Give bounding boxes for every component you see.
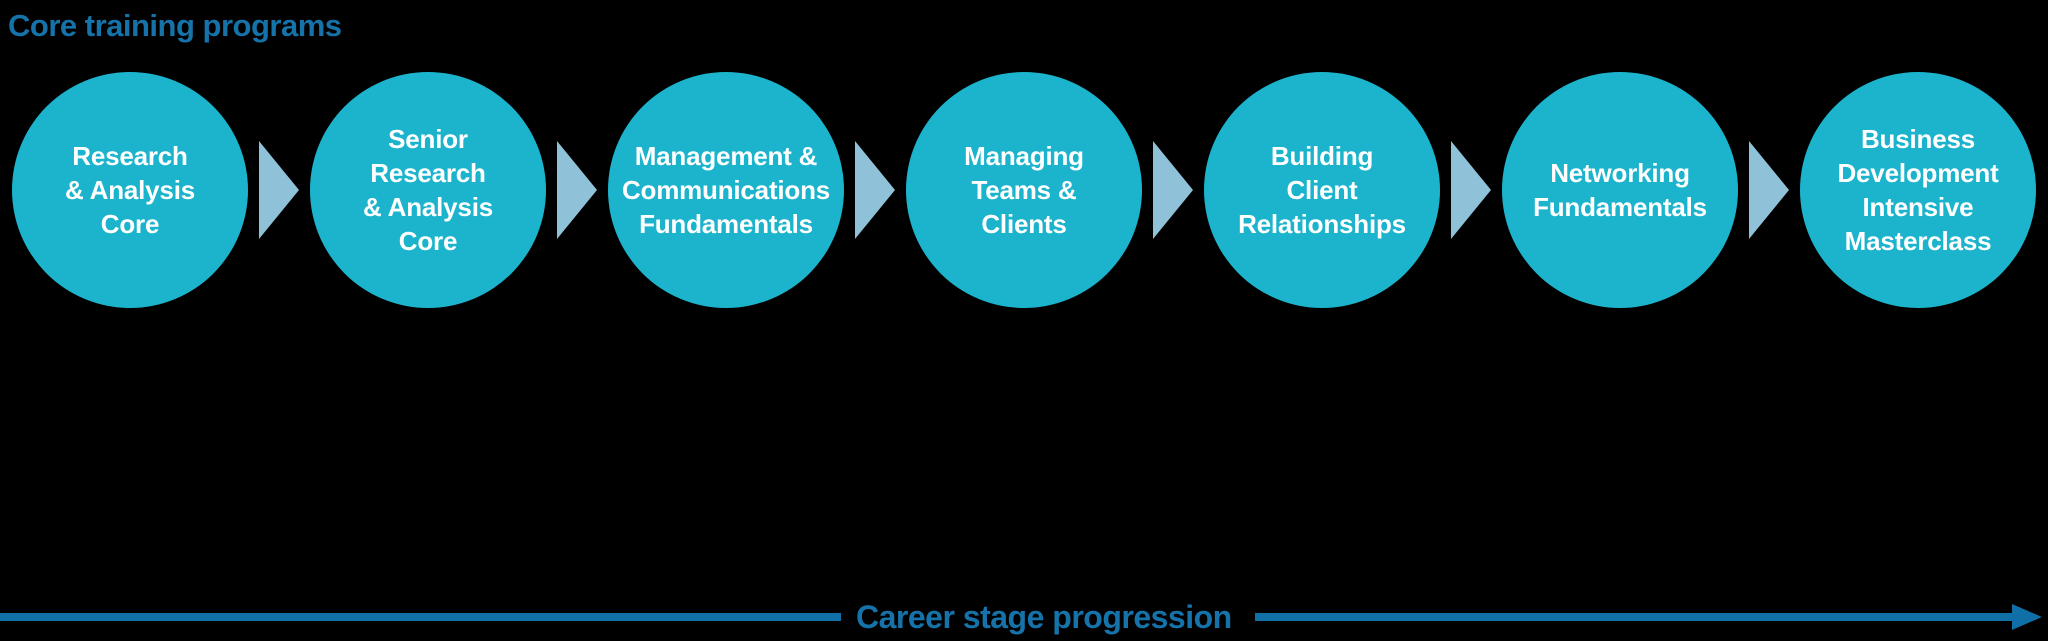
flow-arrow-icon-2	[557, 141, 597, 239]
flow-arrow-icon-3	[855, 141, 895, 239]
flow-arrow-icon-4	[1153, 141, 1193, 239]
program-circle-7-label: Business Development Intensive Mastercla…	[1837, 124, 1999, 256]
program-circle-1-label: Research & Analysis Core	[65, 141, 195, 239]
career-progression-axis: Career stage progression	[0, 597, 2048, 637]
program-circle-4-label: Managing Teams & Clients	[964, 141, 1084, 239]
flow-arrow-icon-1	[259, 141, 299, 239]
axis-line-segment	[1254, 613, 2012, 621]
flow-arrow-icon-5	[1451, 141, 1491, 239]
axis-line-right	[1254, 604, 2042, 630]
flow-arrow-icon-6	[1749, 141, 1789, 239]
program-flow: Research & Analysis Core Senior Research…	[0, 70, 2048, 310]
program-circle-4: Managing Teams & Clients	[906, 72, 1142, 308]
axis-label: Career stage progression	[856, 598, 1232, 635]
program-circle-7: Business Development Intensive Mastercla…	[1800, 72, 2036, 308]
diagram-title: Core training programs	[8, 8, 342, 43]
program-circle-6: Networking Fundamentals	[1502, 72, 1738, 308]
program-circle-1: Research & Analysis Core	[12, 72, 248, 308]
program-circle-5-label: Building Client Relationships	[1238, 141, 1406, 239]
program-circle-3-label: Management & Communications Fundamentals	[621, 141, 831, 239]
program-circle-6-label: Networking Fundamentals	[1533, 158, 1707, 222]
axis-line-left	[0, 613, 841, 621]
program-circle-3: Management & Communications Fundamentals	[608, 72, 844, 308]
program-circle-2: Senior Research & Analysis Core	[310, 72, 546, 308]
program-circle-5: Building Client Relationships	[1204, 72, 1440, 308]
axis-arrowhead-icon	[2012, 604, 2042, 630]
program-circle-2-label: Senior Research & Analysis Core	[363, 124, 493, 256]
